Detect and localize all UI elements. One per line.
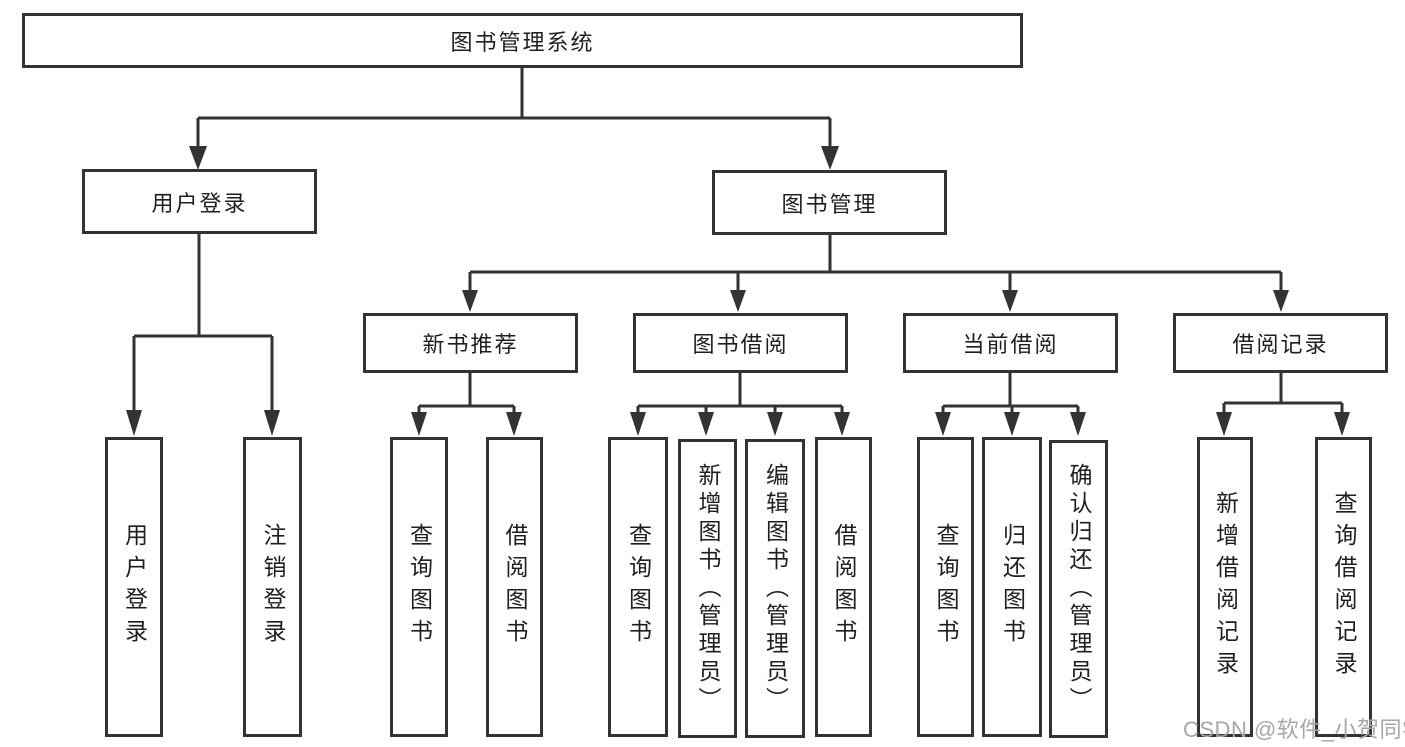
node-borrow-record: 借阅记录	[1173, 313, 1388, 373]
leaf-return-books: 归还图书	[982, 437, 1042, 737]
arrowhead-icons	[126, 146, 1350, 436]
node-current-borrow: 当前借阅	[903, 313, 1118, 373]
leaf-confirm-return-admin: 确认归还（管理员）	[1049, 440, 1108, 738]
leaf-query-borrow-record: 查询借阅记录	[1315, 437, 1372, 737]
node-user-login: 用户登录	[82, 169, 317, 234]
leaf-edit-book-admin: 编辑图书（管理员）	[745, 439, 805, 738]
node-book-management: 图书管理	[712, 170, 947, 235]
leaf-query-books-current: 查询图书	[917, 437, 974, 737]
node-book-borrow: 图书借阅	[633, 313, 848, 373]
leaf-borrow-books: 借阅图书	[815, 437, 872, 737]
node-root: 图书管理系统	[22, 13, 1023, 68]
leaf-user-login: 用户登录	[105, 437, 163, 737]
leaf-query-books-borrow: 查询图书	[608, 437, 668, 737]
leaf-logout: 注销登录	[243, 437, 302, 737]
watermark: CSDN @软件_小贺同学	[1183, 717, 1405, 742]
leaf-add-book-admin: 新增图书（管理员）	[678, 439, 737, 738]
leaf-add-borrow-record: 新增借阅记录	[1197, 437, 1253, 737]
leaf-borrow-books-recommend: 借阅图书	[486, 437, 543, 737]
leaf-query-books-recommend: 查询图书	[390, 437, 448, 737]
node-new-book-recommend: 新书推荐	[363, 313, 578, 373]
